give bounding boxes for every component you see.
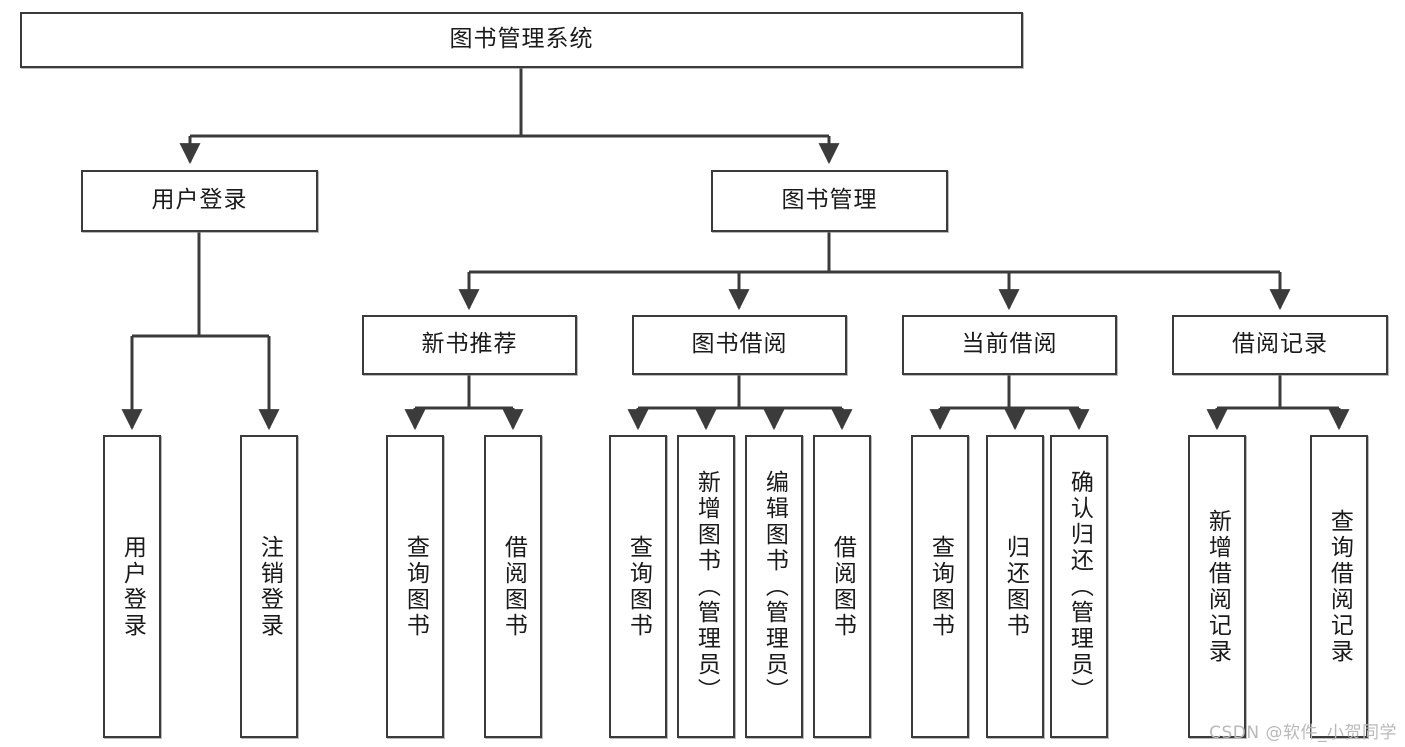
node-leaf-borrow-book-2-label: 借阅图书 <box>829 534 856 639</box>
node-leaf-return-book-label: 归还图书 <box>1002 534 1029 639</box>
node-leaf-borrow-book-1-label: 借阅图书 <box>500 534 527 639</box>
node-leaf-query-borrow-record[interactable]: 查询借阅记录 <box>1310 435 1368 738</box>
node-leaf-add-borrow-record[interactable]: 新增借阅记录 <box>1188 435 1246 738</box>
node-new-book-recommend[interactable]: 新书推荐 <box>362 315 577 375</box>
node-book-borrow-label: 图书借阅 <box>691 331 788 358</box>
node-leaf-query-book-1[interactable]: 查询图书 <box>386 435 444 738</box>
node-leaf-borrow-book-2[interactable]: 借阅图书 <box>813 435 871 738</box>
node-new-book-recommend-label: 新书推荐 <box>421 331 518 358</box>
node-leaf-add-borrow-record-label: 新增借阅记录 <box>1204 508 1231 665</box>
node-leaf-confirm-return-label: 确认归还（管理员） <box>1066 469 1093 704</box>
node-leaf-return-book[interactable]: 归还图书 <box>986 435 1044 738</box>
node-leaf-user-login[interactable]: 用户登录 <box>103 435 161 738</box>
node-leaf-query-book-1-label: 查询图书 <box>402 534 429 639</box>
node-leaf-query-book-3[interactable]: 查询图书 <box>911 435 969 738</box>
node-leaf-query-book-2-label: 查询图书 <box>625 534 652 639</box>
node-user-login-label: 用户登录 <box>151 187 248 214</box>
node-user-login[interactable]: 用户登录 <box>81 170 318 232</box>
node-book-borrow[interactable]: 图书借阅 <box>632 315 847 375</box>
node-leaf-logout-login[interactable]: 注销登录 <box>240 435 298 738</box>
node-current-borrow-label: 当前借阅 <box>961 331 1058 358</box>
node-leaf-borrow-book-1[interactable]: 借阅图书 <box>484 435 542 738</box>
node-leaf-logout-login-label: 注销登录 <box>256 534 283 639</box>
node-leaf-edit-book-label: 编辑图书（管理员） <box>761 469 788 704</box>
node-leaf-query-book-3-label: 查询图书 <box>927 534 954 639</box>
node-current-borrow[interactable]: 当前借阅 <box>902 315 1117 375</box>
node-leaf-confirm-return[interactable]: 确认归还（管理员） <box>1050 435 1108 738</box>
node-borrow-record[interactable]: 借阅记录 <box>1172 315 1388 375</box>
node-leaf-user-login-label: 用户登录 <box>119 534 146 639</box>
node-leaf-add-book[interactable]: 新增图书（管理员） <box>677 435 735 738</box>
node-root-label: 图书管理系统 <box>449 26 594 53</box>
node-book-manage[interactable]: 图书管理 <box>711 170 948 232</box>
node-borrow-record-label: 借阅记录 <box>1232 331 1328 358</box>
node-leaf-edit-book[interactable]: 编辑图书（管理员） <box>745 435 803 738</box>
node-leaf-query-book-2[interactable]: 查询图书 <box>609 435 667 738</box>
node-root[interactable]: 图书管理系统 <box>20 12 1023 68</box>
node-book-manage-label: 图书管理 <box>781 187 878 214</box>
node-leaf-add-book-label: 新增图书（管理员） <box>693 469 720 704</box>
node-leaf-query-borrow-record-label: 查询借阅记录 <box>1326 508 1353 665</box>
